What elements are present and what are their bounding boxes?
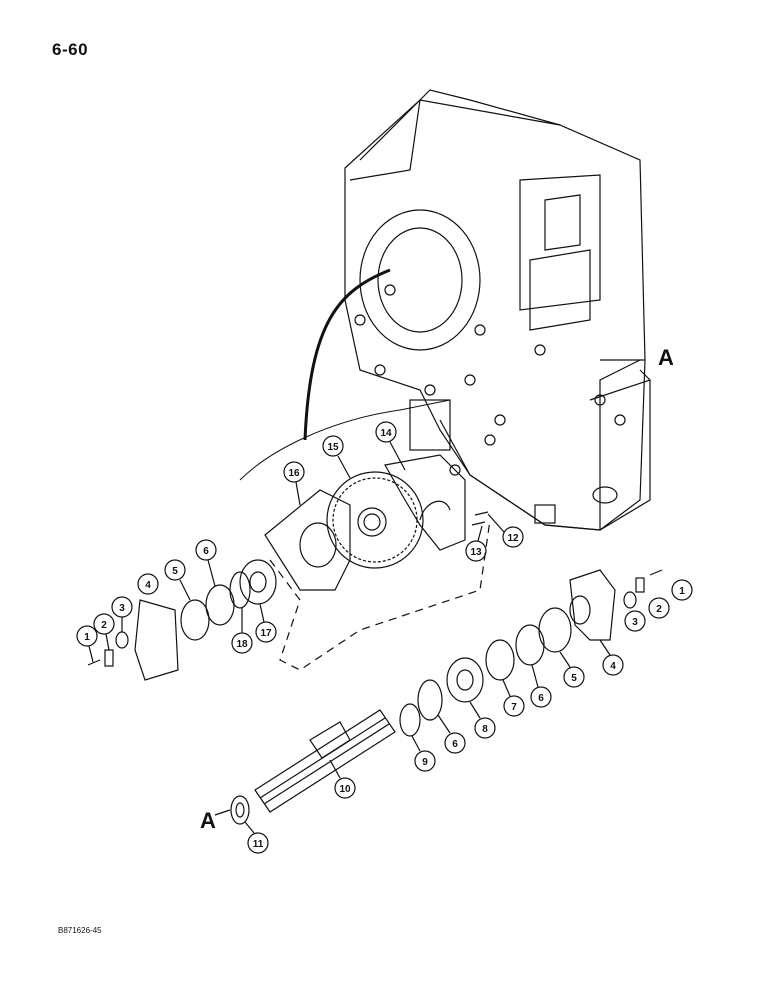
reference-label-a-bottom: A	[200, 808, 216, 833]
callout-8: 8	[482, 724, 488, 735]
bore-leader-line	[303, 268, 391, 441]
gasket-plate	[264, 489, 351, 591]
callout-circle-11	[247, 832, 269, 854]
callout-circle-16	[283, 461, 305, 483]
callout-circle-4-right	[602, 654, 624, 676]
callout-circle-6-left	[195, 539, 217, 561]
pin-pair	[471, 511, 489, 526]
callout-circle-6-right	[530, 686, 552, 708]
callout-1-left: 1	[84, 632, 90, 643]
callout-6-center: 6	[452, 739, 458, 750]
callout-3-left: 3	[119, 603, 125, 614]
right-parts-group	[399, 569, 663, 737]
callout-2-left: 2	[101, 620, 107, 631]
callout-7: 7	[511, 702, 517, 713]
callout-circle-1-left	[76, 625, 98, 647]
figure-code: B871626-45	[58, 926, 102, 935]
callout-circle-15	[322, 435, 344, 457]
assembly-dashed-boundary	[269, 519, 491, 671]
callout-12: 12	[507, 533, 519, 544]
page-number: 6-60	[52, 40, 89, 59]
callout-15: 15	[327, 442, 339, 453]
callouts: 14 15 16 12 13 6 5 4 3 2 1 18	[76, 421, 693, 854]
callout-16: 16	[288, 468, 300, 479]
callout-circle-9	[414, 750, 436, 772]
callout-6-right: 6	[538, 693, 544, 704]
callout-circle-7	[503, 695, 525, 717]
callout-5-right: 5	[571, 673, 577, 684]
callout-circle-1-right	[671, 579, 693, 601]
callout-circle-5-right	[563, 666, 585, 688]
callout-10: 10	[339, 784, 351, 795]
callout-1-right: 1	[679, 586, 685, 597]
transmission-housing	[344, 89, 651, 531]
callout-circle-13	[465, 540, 487, 562]
callout-13: 13	[470, 547, 482, 558]
callout-5-left: 5	[172, 566, 178, 577]
gear	[326, 471, 424, 569]
callout-4-left: 4	[145, 580, 151, 591]
output-shaft	[254, 709, 396, 813]
callout-4-right: 4	[610, 661, 616, 672]
callout-circle-14	[375, 421, 397, 443]
callout-3-right: 3	[632, 617, 638, 628]
callout-2-right: 2	[656, 604, 662, 615]
callout-6-left: 6	[203, 546, 209, 557]
callout-18: 18	[236, 639, 248, 650]
reference-label-a-top: A	[658, 345, 674, 370]
shaft-seal	[230, 795, 250, 825]
callout-circle-6-center	[444, 732, 466, 754]
callout-circle-4-left	[137, 573, 159, 595]
callout-17: 17	[260, 628, 272, 639]
callout-circle-17	[255, 621, 277, 643]
callout-circle-2-right	[648, 597, 670, 619]
callout-circle-10	[334, 777, 356, 799]
callout-circle-12	[502, 526, 524, 548]
callout-circle-5-left	[164, 559, 186, 581]
callout-14: 14	[380, 428, 392, 439]
callout-circle-2-left	[93, 613, 115, 635]
callout-11: 11	[253, 839, 264, 850]
reference-leader-a-bottom	[214, 809, 231, 816]
bearing-cover	[384, 454, 466, 551]
gear-area-boundary	[239, 399, 451, 481]
callout-circle-3-right	[624, 610, 646, 632]
callout-9: 9	[422, 757, 428, 768]
left-parts-group	[87, 559, 277, 681]
callout-circle-8	[474, 717, 496, 739]
